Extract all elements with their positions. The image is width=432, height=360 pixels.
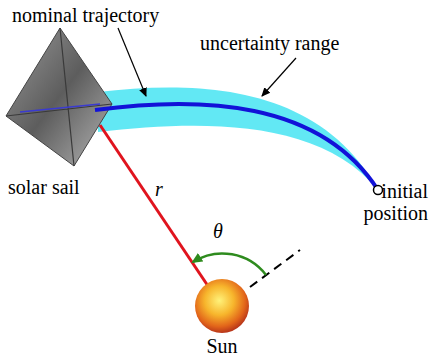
nominal-trajectory xyxy=(95,104,378,190)
uncertainty-label: uncertainty range xyxy=(200,32,339,54)
radius-symbol: r xyxy=(155,178,163,200)
leader-line xyxy=(262,58,296,96)
sun-picture xyxy=(195,279,249,333)
position-label: initial position xyxy=(356,180,428,224)
leader-line xyxy=(118,28,146,96)
uncertainty-band xyxy=(98,87,378,190)
angle-arc xyxy=(193,253,266,275)
trajectory-label: nominal trajectory xyxy=(12,4,159,26)
reference-line xyxy=(250,250,300,287)
radius-line xyxy=(100,125,208,286)
sail-label: solar sail xyxy=(8,176,80,198)
sun-label: Sun xyxy=(206,335,237,357)
initial-point xyxy=(374,186,383,195)
sail-picture xyxy=(6,28,112,166)
angle-symbol: θ xyxy=(213,220,223,242)
